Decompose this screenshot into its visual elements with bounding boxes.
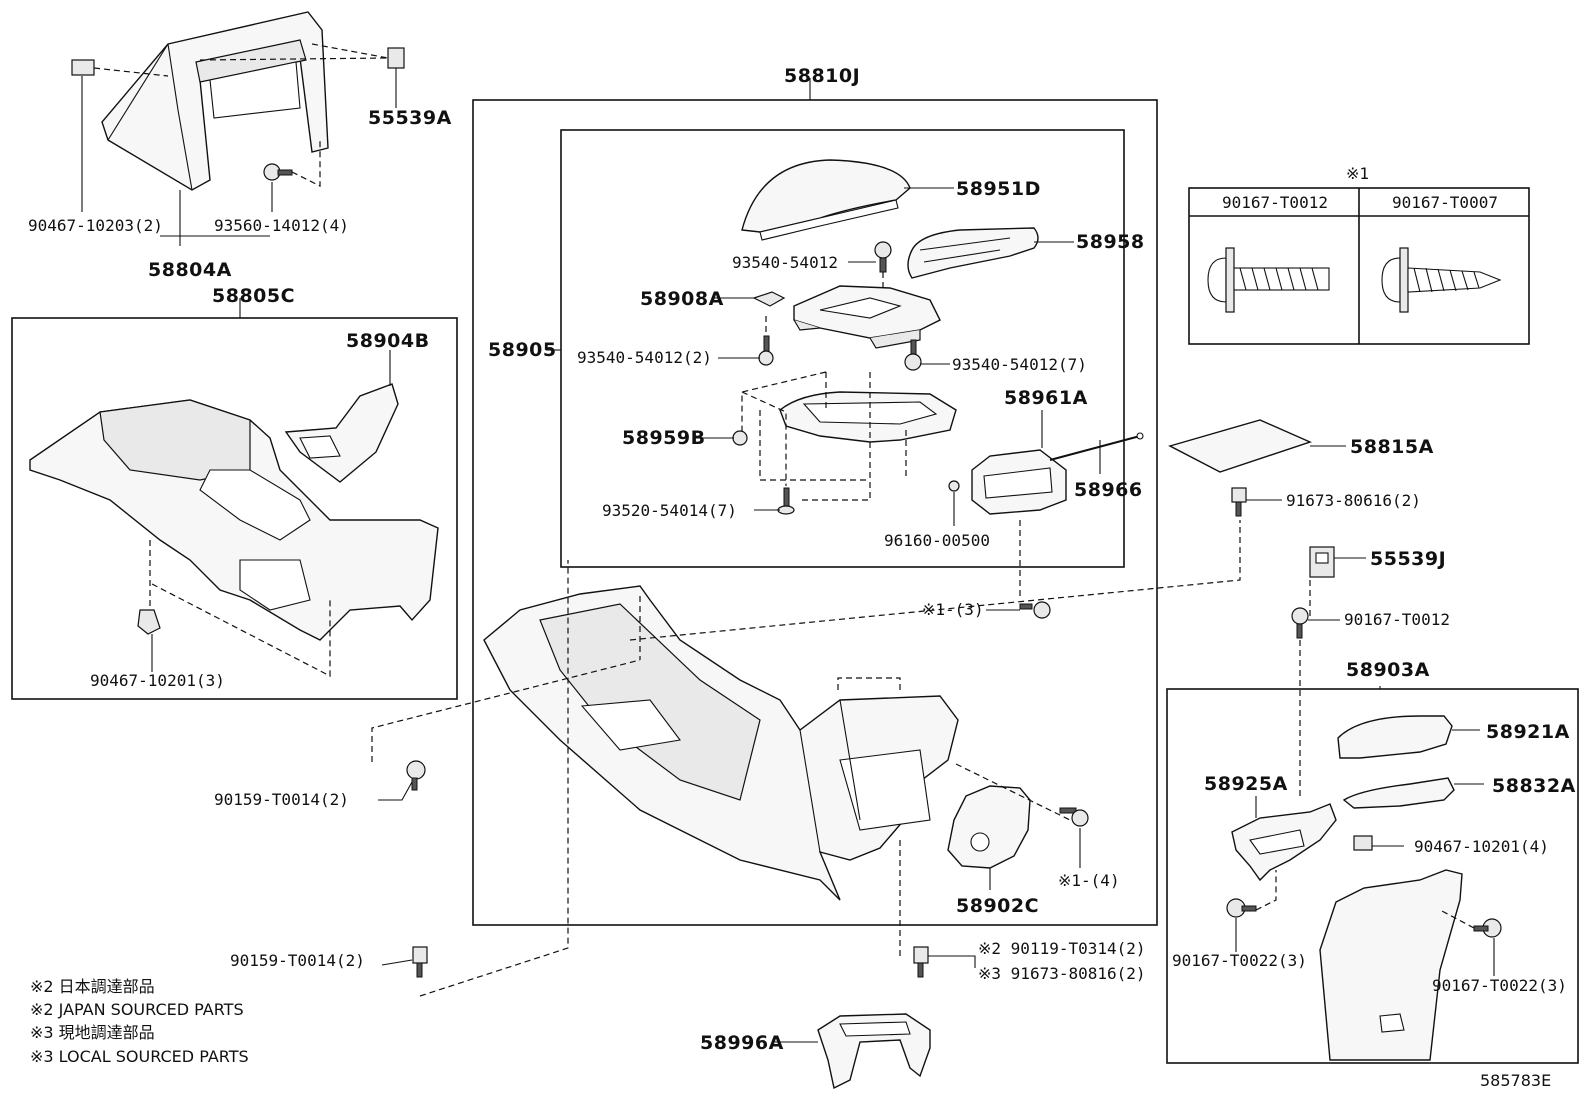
label-55539A: 55539A [368,107,452,129]
bolt-90159-b-icon [412,946,428,978]
label-58925A: 58925A [1204,773,1288,795]
label-90159-T0014-b: 90159-T0014(2) [230,951,365,970]
part-58905-bracket-icon [793,285,941,349]
screw-93520-54014-icon [777,487,795,515]
part-center-console-icon [483,585,959,901]
screw-machine-icon [1207,247,1330,313]
figure-id: 585783E [1480,1071,1551,1090]
screw-93540-54012-2-icon [758,335,774,366]
note-line-3: ※3 現地調達部品 [30,1023,155,1042]
leader-lines [81,68,1495,1043]
bolt-90159-a-icon [406,760,426,791]
part-58905-box-icon [779,391,957,443]
bolt-91673-80616-icon [1231,487,1247,517]
screw-93540-54012-7-icon [904,339,922,371]
label-58958: 58958 [1076,231,1145,253]
label-93520-54014-7: 93520-54014(7) [602,501,737,520]
note-line-4: ※3 LOCAL SOURCED PARTS [30,1047,249,1066]
label-90467-10201-3: 90467-10201(3) [90,671,225,690]
note-line-2: ※2 JAPAN SOURCED PARTS [30,1000,244,1019]
label-58961A: 58961A [1004,387,1088,409]
label-96160-00500: 96160-00500 [884,531,990,550]
label-58815A: 58815A [1350,436,1434,458]
clip-58959B-icon [732,430,748,446]
screw-tapping-icon [1381,247,1502,313]
label-58832A: 58832A [1492,775,1576,797]
clip-55539A-icon [387,47,405,69]
part-58958-icon [907,227,1039,279]
label-90167-T0022-a: 90167-T0022(3) [1172,951,1307,970]
label-note1-3: ※1-(3) [922,600,984,619]
part-58903A-cover-icon [1319,869,1463,1061]
label-58921A: 58921A [1486,721,1570,743]
clip-55539J-icon [1309,546,1335,578]
frame-58810J [472,99,1158,926]
label-58902C: 58902C [956,895,1039,917]
nut-96160-icon [948,480,960,492]
clip-90467-10203-icon [71,59,95,76]
pad-58815A-icon [1168,419,1312,473]
frame-58905 [560,129,1125,568]
screw-93560-icon [263,163,293,181]
label-90467-10201-4: 90467-10201(4) [1414,837,1549,856]
part-58961A-icon [971,449,1067,515]
label-90119-T0314: ※2 90119-T0314(2) [978,939,1146,958]
label-58966: 58966 [1074,479,1143,501]
label-note1-4: ※1-(4) [1058,871,1120,890]
part-58951D-icon [741,159,911,241]
legend-table [1188,187,1530,345]
label-58905: 58905 [488,339,557,361]
label-58951D: 58951D [956,178,1041,200]
label-90159-T0014-a: 90159-T0014(2) [214,790,349,809]
rod-58966-icon [1049,432,1144,461]
label-90167-T0022-b: 90167-T0022(3) [1432,976,1567,995]
label-91673-80616: 91673-80616(2) [1286,491,1421,510]
label-58805C: 58805C [212,285,295,307]
screw-90167-T0022-b-icon [1473,918,1502,938]
legend-marker: ※1 [1346,164,1369,183]
screw-90167-T0012-icon [1291,607,1309,639]
bolt-note1-3-icon [1019,601,1051,619]
label-58904B: 58904B [346,330,430,352]
label-93540-54012-7: 93540-54012(7) [952,355,1087,374]
screw-90167-T0022-a-icon [1226,898,1257,918]
part-58904B-icon [284,383,399,483]
label-91673-80816: ※3 91673-80816(2) [978,964,1146,983]
part-58804A-icon [101,11,329,191]
part-58805C-icon [29,399,439,641]
part-58832A-icon [1342,777,1455,809]
legend-col1-header: 90167-T0012 [1222,193,1328,212]
label-58903A: 58903A [1346,659,1430,681]
part-58902C-icon [947,785,1031,869]
part-58996A-icon [817,1013,931,1090]
part-58921A-icon [1337,715,1453,759]
note-line-1: ※2 日本調達部品 [30,977,155,996]
label-58804A: 58804A [148,259,232,281]
label-58908A: 58908A [640,288,724,310]
bolt-90119-icon [913,946,929,978]
frame-58805C [11,317,458,700]
label-93560-14012: 93560-14012(4) [214,216,349,235]
clip-90467-10201-3-icon [137,609,161,635]
label-90467-10203: 90467-10203(2) [28,216,163,235]
frame-58903A [1166,688,1579,1064]
label-58996A: 58996A [700,1032,784,1054]
label-90167-T0012: 90167-T0012 [1344,610,1450,629]
clip-90467-10201-4-icon [1353,835,1373,851]
bolt-58902C-icon [1059,807,1089,827]
screw-93540-54012-icon [874,241,892,273]
label-55539J: 55539J [1370,548,1446,570]
part-58925A-icon [1231,803,1337,882]
part-58908A-icon [752,291,786,307]
label-58810J: 58810J [784,65,860,87]
label-93540-54012: 93540-54012 [732,253,838,272]
legend-col2-header: 90167-T0007 [1392,193,1498,212]
label-93540-54012-2: 93540-54012(2) [577,348,712,367]
label-58959B: 58959B [622,427,706,449]
